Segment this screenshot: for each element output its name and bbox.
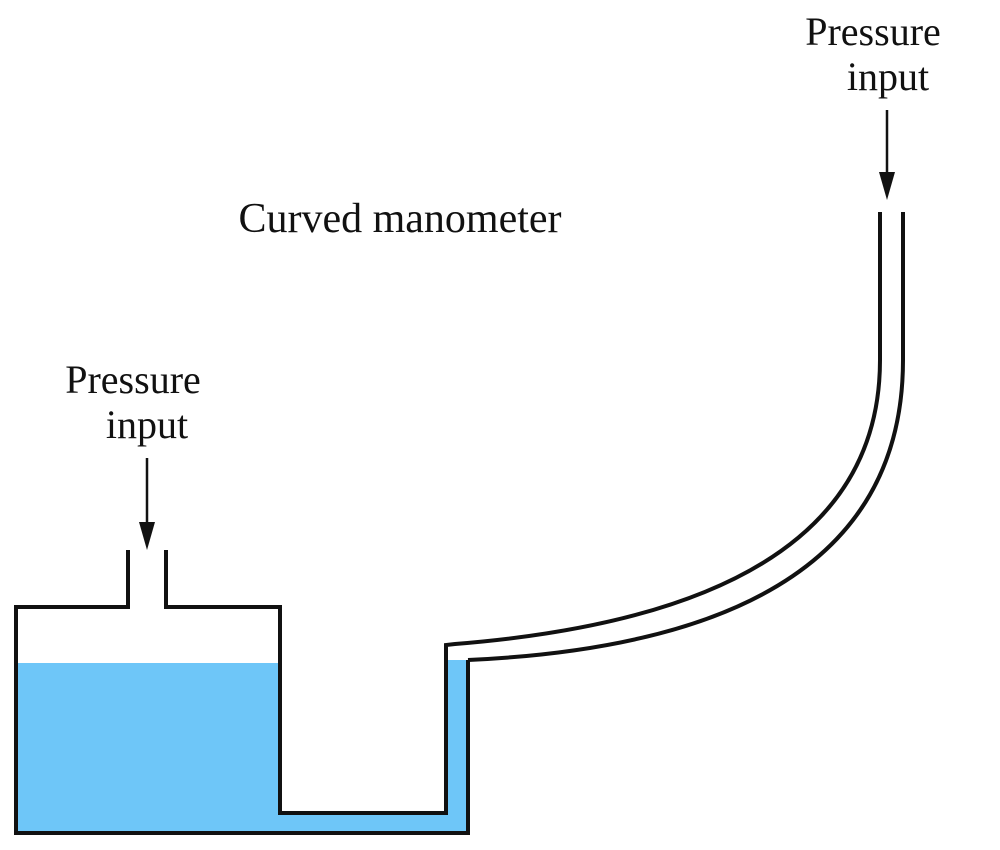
right-pressure-arrow	[879, 110, 895, 200]
riser-liquid	[446, 660, 468, 830]
right-input-label-line2: input	[847, 54, 929, 99]
left-input-label-line1: Pressure	[65, 357, 201, 402]
reservoir-outer-wall	[14, 550, 470, 835]
curved-tube-upper-wall	[444, 212, 882, 660]
liquid	[16, 660, 468, 833]
reservoir-vessel	[14, 550, 470, 835]
left-pressure-arrow	[139, 458, 155, 550]
curved-tube-lower-wall	[467, 212, 905, 662]
reservoir-liquid	[16, 663, 280, 833]
diagram-title: Curved manometer	[238, 196, 561, 242]
left-input-label-line2: input	[106, 402, 188, 447]
curved-tube	[444, 212, 905, 662]
reservoir-inner-wall	[164, 550, 448, 815]
left-arrow-head	[139, 522, 155, 550]
right-arrow-head	[879, 172, 895, 200]
channel-liquid	[276, 813, 468, 833]
right-input-label-line1: Pressure	[805, 9, 941, 54]
